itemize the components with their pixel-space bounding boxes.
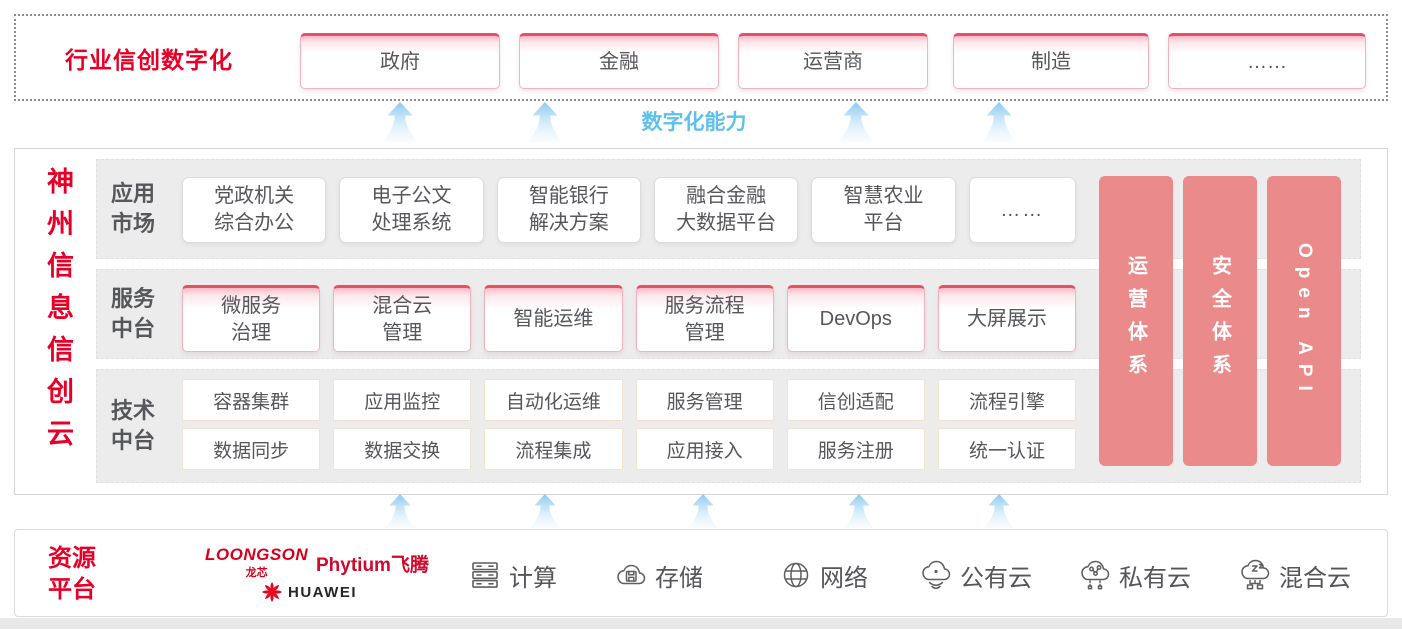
huawei-logo-text: HUAWEI	[288, 583, 357, 601]
service-box: 微服务 治理	[182, 285, 321, 352]
resource-item-label: 私有云	[1119, 564, 1191, 592]
resource-item-label: 公有云	[960, 564, 1032, 592]
service-platform-row-label: 服务 中台	[111, 286, 156, 341]
up-arrow-icon	[377, 494, 423, 528]
resource-item-label: 混合云	[1279, 564, 1351, 592]
resource-item-compute: 计算	[468, 555, 557, 595]
industry-section: 行业信创数字化 政府 金融 运营商 制造 ……	[14, 14, 1388, 101]
tech-box: 自动化运维	[484, 379, 623, 421]
app-box-more: ……	[968, 177, 1076, 243]
service-box: 服务流程 管理	[635, 285, 774, 352]
tech-box: 应用接入	[635, 428, 774, 470]
private-cloud-icon	[1081, 560, 1110, 590]
phytium-logo-cn: 飞腾	[390, 555, 429, 576]
public-cloud-icon	[922, 560, 951, 589]
side-bar-security-label: 安全体系	[1208, 255, 1231, 387]
resource-section: 资源 平台 LOONGSON 龙芯 Phytium飞腾 HU	[14, 529, 1388, 617]
resource-item-label: 计算	[509, 564, 557, 592]
industry-box-government: 政府	[300, 33, 500, 89]
app-box: 党政机关 综合办公	[182, 177, 327, 243]
tech-box: 服务注册	[786, 428, 925, 470]
side-bar-security: 安全体系	[1183, 176, 1257, 466]
tech-box: 流程引擎	[937, 379, 1077, 421]
service-box: 智能运维	[484, 285, 623, 352]
tech-box: 统一认证	[937, 428, 1077, 470]
up-arrow-icon	[522, 102, 568, 142]
app-market-row-label: 应用 市场	[111, 181, 156, 236]
industry-box-manufacturing: 制造	[953, 33, 1149, 89]
service-box: 大屏展示	[937, 285, 1077, 352]
tech-box: 数据交换	[333, 428, 472, 470]
loongson-logo-text: LOONGSON	[205, 545, 309, 564]
side-bar-open-api-label: Open API	[1294, 242, 1315, 400]
hybrid-cloud-icon	[1241, 559, 1270, 590]
platform-title: 神州信息信创云	[43, 167, 73, 461]
resource-item-private-cloud: 私有云	[1078, 555, 1191, 595]
network-globe-icon	[783, 562, 809, 588]
up-arrow-icon	[976, 494, 1022, 528]
huawei-logo: HUAWEI	[261, 581, 357, 603]
app-box: 电子公文 处理系统	[339, 177, 484, 243]
tech-box: 数据同步	[182, 428, 321, 470]
up-arrow-icon	[833, 102, 879, 142]
phytium-logo: Phytium飞腾	[316, 550, 429, 577]
side-bar-operations-label: 运营体系	[1124, 255, 1147, 387]
tech-box: 信创适配	[786, 379, 925, 421]
industry-section-title: 行业信创数字化	[65, 46, 233, 73]
service-box: DevOps	[786, 285, 925, 352]
tech-platform-boxes-top: 容器集群 应用监控 自动化运维 服务管理 信创适配 流程引擎	[182, 379, 1077, 421]
resource-item-label: 存储	[655, 564, 703, 592]
app-box: 智能银行 解决方案	[496, 177, 641, 243]
industry-box-operator: 运营商	[738, 33, 928, 89]
bottom-edge-bar	[0, 618, 1402, 629]
loongson-logo: LOONGSON 龙芯	[205, 545, 308, 580]
up-arrow-icon	[976, 102, 1022, 142]
app-box: 融合金融 大数据平台	[653, 177, 799, 243]
app-box: 智慧农业 平台	[811, 177, 956, 243]
resource-item-public-cloud: 公有云	[919, 555, 1032, 595]
tech-platform-row-label: 技术 中台	[111, 398, 156, 453]
resource-section-label: 资源 平台	[48, 545, 96, 603]
resource-item-hybrid-cloud: 混合云	[1238, 555, 1351, 595]
tech-box: 流程集成	[484, 428, 623, 470]
service-box: 混合云 管理	[333, 285, 472, 352]
app-market-boxes: 党政机关 综合办公 电子公文 处理系统 智能银行 解决方案 融合金融 大数据平台…	[182, 177, 1076, 243]
tech-box: 容器集群	[182, 379, 321, 421]
resource-item-label: 网络	[820, 564, 868, 592]
tech-platform-boxes-bottom: 数据同步 数据交换 流程集成 应用接入 服务注册 统一认证	[182, 428, 1077, 470]
resource-item-storage: 存储	[614, 555, 703, 595]
resource-item-network: 网络	[779, 555, 868, 595]
up-arrow-icon	[522, 494, 568, 528]
service-platform-boxes: 微服务 治理 混合云 管理 智能运维 服务流程 管理 DevOps 大屏展示	[182, 285, 1077, 352]
capability-label: 数字化能力	[641, 111, 747, 134]
huawei-flower-icon	[262, 582, 282, 602]
industry-box-finance: 金融	[519, 33, 719, 89]
compute-server-icon	[472, 562, 498, 588]
storage-cloud-icon	[617, 564, 646, 585]
tech-box: 服务管理	[635, 379, 774, 421]
industry-box-more: ……	[1168, 33, 1366, 89]
tech-box: 应用监控	[333, 379, 472, 421]
side-bar-operations: 运营体系	[1099, 176, 1173, 466]
up-arrow-icon	[836, 494, 882, 528]
up-arrow-icon	[680, 494, 726, 528]
phytium-logo-text: Phytium	[316, 555, 391, 576]
loongson-logo-cn: 龙芯	[245, 567, 268, 579]
up-arrow-icon	[377, 102, 423, 142]
side-bar-open-api: Open API	[1267, 176, 1341, 466]
platform-section: 神州信息信创云 应用 市场 党政机关 综合办公 电子公文 处理系统 智能银行 解…	[14, 148, 1388, 495]
